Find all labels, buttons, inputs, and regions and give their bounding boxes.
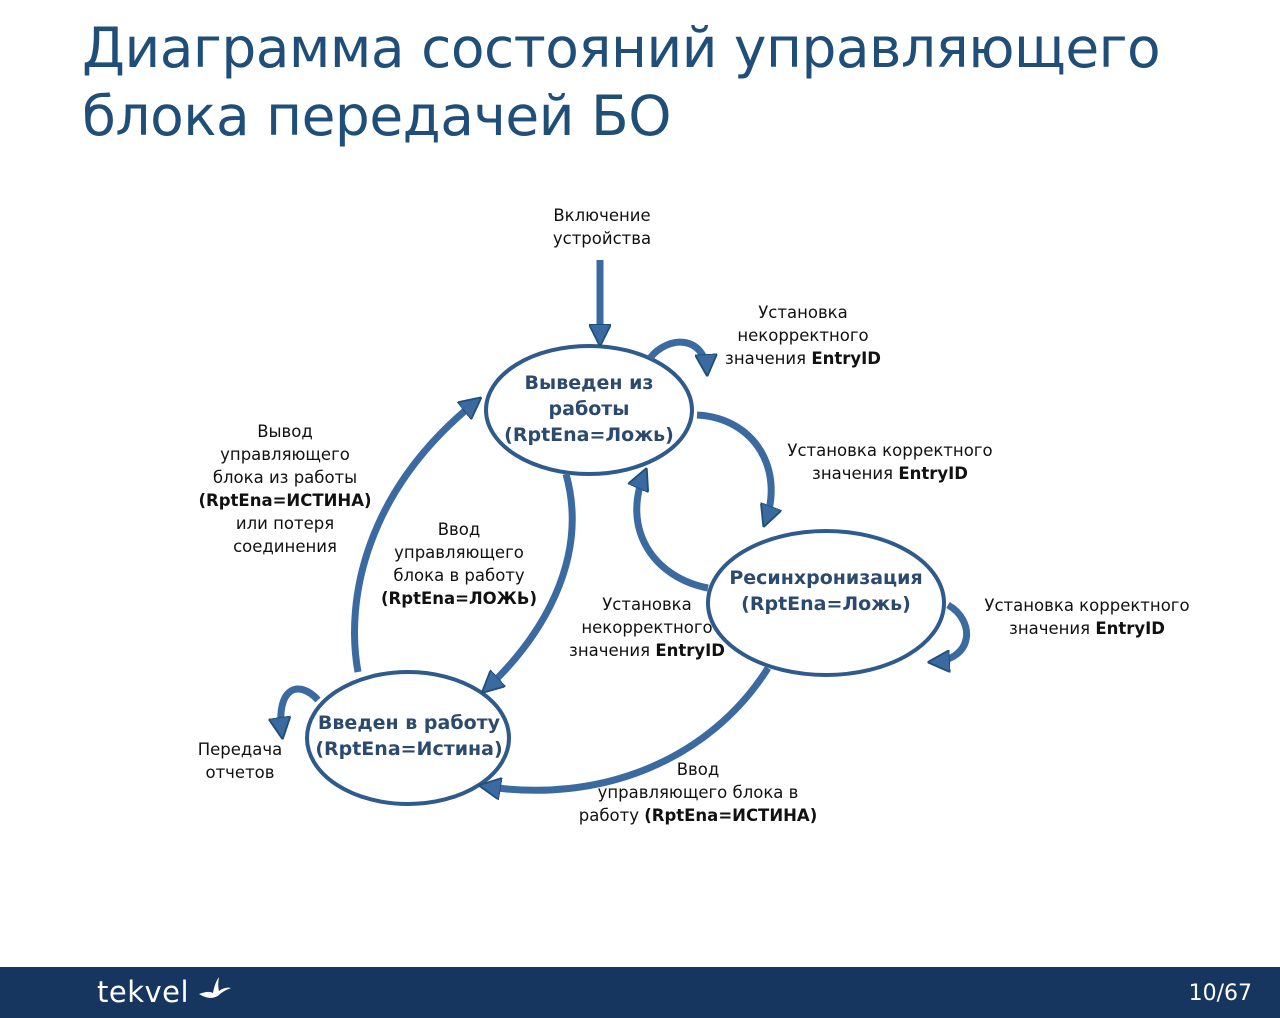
state-out-of-service: Выведен из работы (RptEna=Ложь) — [489, 370, 689, 448]
page-number: 10/67 — [1188, 981, 1252, 1006]
label-self-loop-top-line-3-plain: значения — [725, 349, 812, 368]
label-in-to-out-line-3: блока из работы — [212, 468, 358, 487]
label-resync-to-in-line-3-plain: работу — [578, 806, 645, 825]
ellipse-resync — [706, 529, 946, 677]
state-out-of-service-line-2: работы — [548, 398, 630, 420]
label-self-loop-top: Установка некорректного значения EntryID — [713, 301, 893, 370]
label-in-self-loop-line-1: Передача — [197, 740, 283, 759]
slide-title-line-2: блока передачей БО — [82, 84, 672, 148]
label-in-to-out-line-4-bold: (RptEna=ИСТИНА) — [198, 491, 372, 510]
arrow-out-to-in — [485, 473, 576, 690]
label-out-to-in-line-3: блока в работу — [393, 566, 525, 585]
arrow-out-to-resync — [696, 411, 771, 523]
label-in-self-loop: Передача отчетов — [190, 738, 290, 784]
label-power-on-line-1: Включение — [553, 206, 651, 225]
state-out-of-service-line-1: Выведен из — [524, 372, 654, 394]
state-in-service: Введен в работу (RptEna=Истина) — [306, 710, 512, 762]
footer-bar — [0, 967, 1280, 1018]
label-in-to-out-line-5: или потеря — [235, 514, 335, 533]
label-in-to-out-line-1: Вывод — [257, 422, 313, 441]
label-in-to-out-line-4: (RptEna=ИСТИНА) — [195, 489, 375, 512]
label-self-loop-top-line-3: значения EntryID — [713, 347, 893, 370]
bird-logo-icon — [199, 977, 231, 998]
state-diagram — [0, 260, 971, 806]
state-in-service-line-2: (RptEna=Истина) — [315, 738, 503, 760]
arrow-self-loop-out-of-service — [647, 338, 707, 372]
state-out-of-service-line-3: (RptEna=Ложь) — [504, 424, 674, 446]
label-in-self-loop-line-2: отчетов — [205, 763, 275, 782]
label-in-to-out-line-2: управляющего — [220, 445, 350, 464]
label-out-to-in: Ввод управляющего блока в работу (RptEna… — [379, 518, 539, 610]
label-resync-self-loop-line-2: значения EntryID — [972, 617, 1202, 640]
label-resync-self-loop: Установка корректного значения EntryID — [972, 594, 1202, 640]
label-to-resync-line-2-bold: EntryID — [898, 464, 968, 483]
label-in-to-out: Вывод управляющего блока из работы (RptE… — [195, 420, 375, 558]
slide-title-line-1: Диаграмма состояний управляющего — [82, 16, 1161, 80]
label-power-on-line-2: устройства — [552, 229, 652, 248]
label-self-loop-top-line-3-bold: EntryID — [811, 349, 881, 368]
label-in-to-out-line-6: соединения — [233, 537, 337, 556]
arrow-self-loop-resync — [932, 601, 971, 662]
label-resync-self-loop-line-2-plain: значения — [1009, 619, 1096, 638]
label-to-resync: Установка корректного значения EntryID — [775, 439, 1005, 485]
label-resync-self-loop-line-2-bold: EntryID — [1095, 619, 1165, 638]
arrow-resync-to-in — [483, 666, 771, 790]
tekvel-logo: tekvel — [97, 975, 190, 1009]
label-resync-self-loop-line-1: Установка корректного — [984, 596, 1190, 615]
label-out-to-in-line-1: Ввод — [437, 520, 481, 539]
state-resync-line-2: (RptEna=Ложь) — [741, 593, 911, 615]
arrow-self-loop-in-service — [281, 685, 321, 735]
label-to-resync-line-1: Установка корректного — [787, 441, 993, 460]
label-resync-to-out-line-1: Установка — [602, 595, 692, 614]
label-self-loop-top-line-1: Установка — [758, 303, 848, 322]
label-resync-to-in-line-3: работу (RptEna=ИСТИНА) — [572, 804, 824, 827]
label-to-resync-line-2-plain: значения — [812, 464, 899, 483]
arrow-in-to-out — [351, 400, 478, 673]
label-resync-to-out-line-3: значения EntryID — [561, 639, 733, 662]
label-resync-to-in-line-1: Ввод — [676, 760, 720, 779]
arrow-resync-to-out — [637, 472, 709, 592]
label-out-to-in-line-4: (RptEna=ЛОЖЬ) — [379, 587, 539, 610]
state-resync-line-1: Ресинхронизация — [729, 567, 923, 589]
label-resync-to-out-line-2: некорректного — [581, 618, 713, 637]
label-resync-to-in-line-2: управляющего блока в — [597, 783, 799, 802]
label-resync-to-in-line-3-bold: (RptEna=ИСТИНА) — [644, 806, 818, 825]
label-self-loop-top-line-2: некорректного — [737, 326, 869, 345]
label-power-on: Включение устройства — [527, 204, 677, 250]
state-in-service-line-1: Введен в работу — [317, 712, 501, 734]
ellipse-in-service — [305, 670, 511, 806]
slide-title: Диаграмма состояний управляющего блока п… — [82, 14, 1232, 150]
label-resync-to-in: Ввод управляющего блока в работу (RptEna… — [572, 758, 824, 827]
state-resync: Ресинхронизация (RptEna=Ложь) — [710, 565, 942, 617]
label-resync-to-out-line-3-bold: EntryID — [655, 641, 725, 660]
label-resync-to-out: Установка некорректного значения EntryID — [561, 593, 733, 662]
label-out-to-in-line-2: управляющего — [394, 543, 524, 562]
label-resync-to-out-line-3-plain: значения — [569, 641, 656, 660]
label-out-to-in-line-4-bold: (RptEna=ЛОЖЬ) — [381, 589, 537, 608]
label-to-resync-line-2: значения EntryID — [775, 462, 1005, 485]
